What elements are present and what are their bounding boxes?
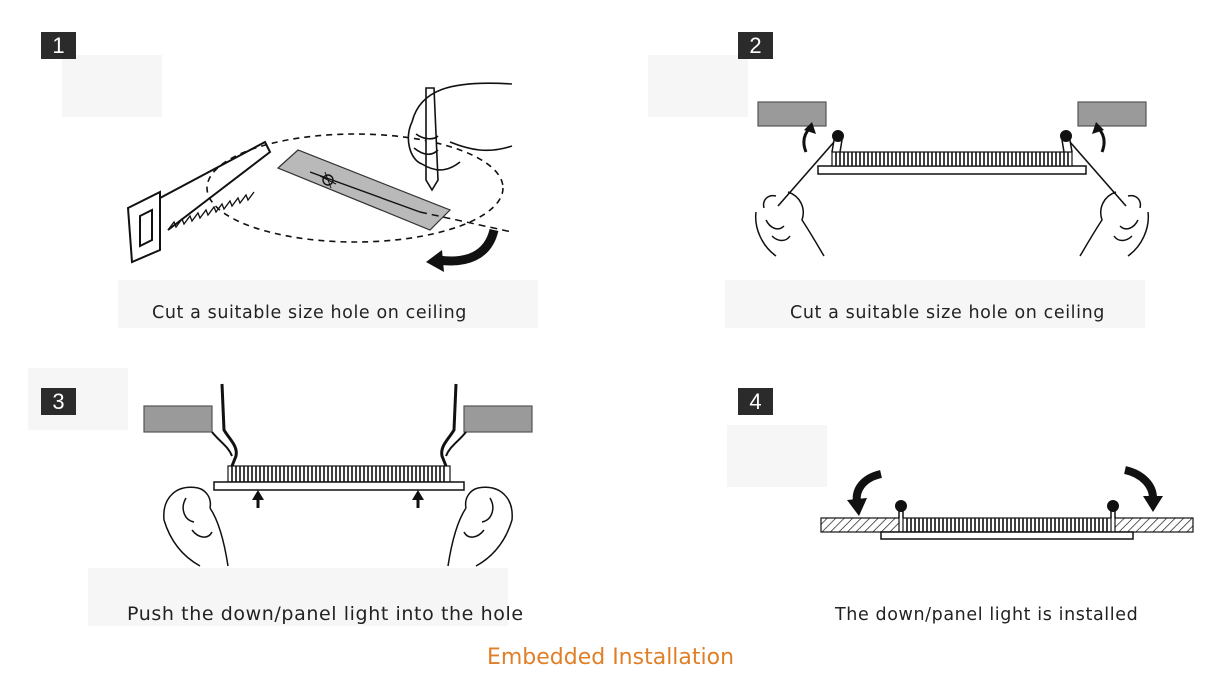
step1-caption-shade <box>118 280 538 328</box>
step-3-caption: Push the down/panel light into the hole <box>127 603 524 625</box>
step-1-caption: Cut a suitable size hole on ceiling <box>152 303 467 323</box>
step-4-illustration <box>820 466 1194 540</box>
step-2-caption: Cut a suitable size hole on ceiling <box>790 303 1105 323</box>
step-1-number-badge: 1 <box>41 32 76 59</box>
step-4-number-badge: 4 <box>738 388 773 415</box>
step-2-number-badge: 2 <box>738 32 773 59</box>
step-3-number-badge: 3 <box>41 388 76 415</box>
step4-header-shade <box>727 425 827 487</box>
step-3-illustration <box>143 383 533 567</box>
step2-caption-shade <box>725 280 1145 328</box>
step1-header-shade <box>62 55 162 117</box>
step-1-illustration <box>126 82 513 272</box>
saw-icon <box>126 140 272 264</box>
step2-header-shade <box>648 55 748 117</box>
diagram-title: Embedded Installation <box>486 645 735 670</box>
step-2-illustration <box>754 101 1150 257</box>
step-4-caption: The down/panel light is installed <box>835 605 1139 625</box>
step3-caption-shade <box>88 568 508 626</box>
